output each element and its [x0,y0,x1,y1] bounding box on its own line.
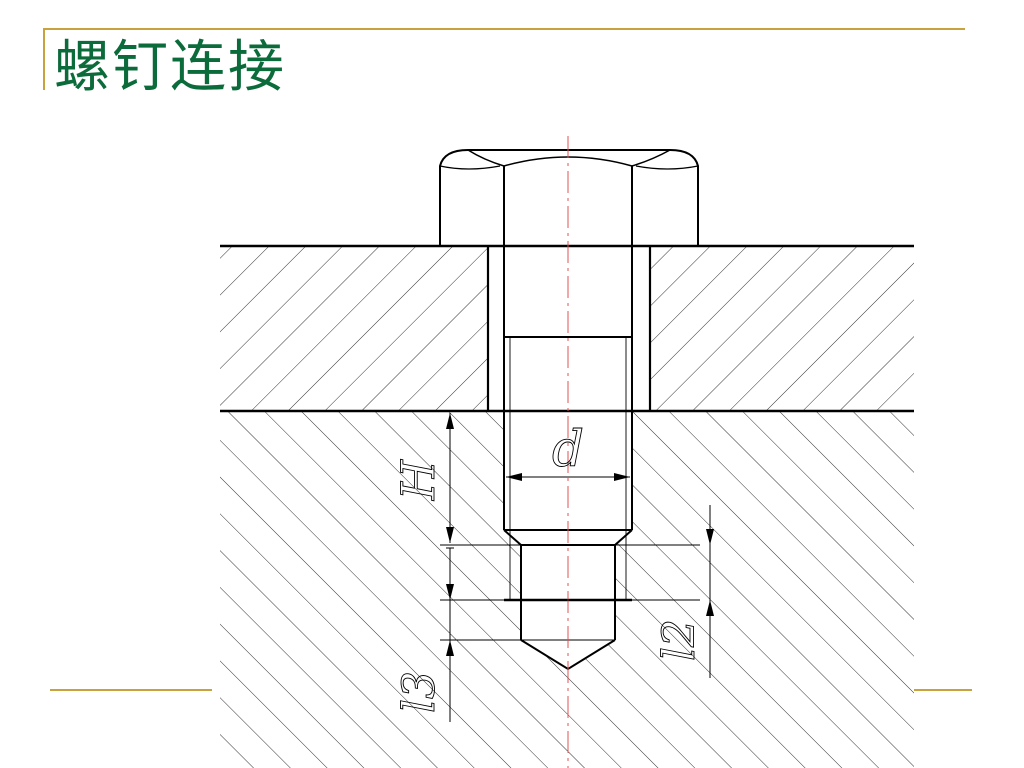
engagement-dimension [446,413,454,543]
base-hatch [220,411,914,768]
footer-rule-left [50,689,212,691]
upper-plate-right-hatch [650,246,914,411]
thread-depth-dimension [706,505,714,678]
footer-rule-right [914,689,972,691]
screw-head [439,149,699,246]
thread-depth-label: l2 [654,619,705,661]
extension-lines [440,544,700,641]
upper-plate-left-hatch [220,246,488,411]
engagement-depth-label: H [391,459,445,501]
title-frame-left-rule [43,28,45,90]
slide-title: 螺钉连接 [54,35,286,100]
diameter-dimension [506,473,630,481]
hole-depth-dimension [446,547,454,722]
diameter-label: d [552,420,584,478]
hole-depth-label: l3 [394,671,445,713]
screw-shank [503,246,633,546]
title-frame-top-rule [43,28,965,30]
screw-thread-minor-lines [509,337,627,600]
